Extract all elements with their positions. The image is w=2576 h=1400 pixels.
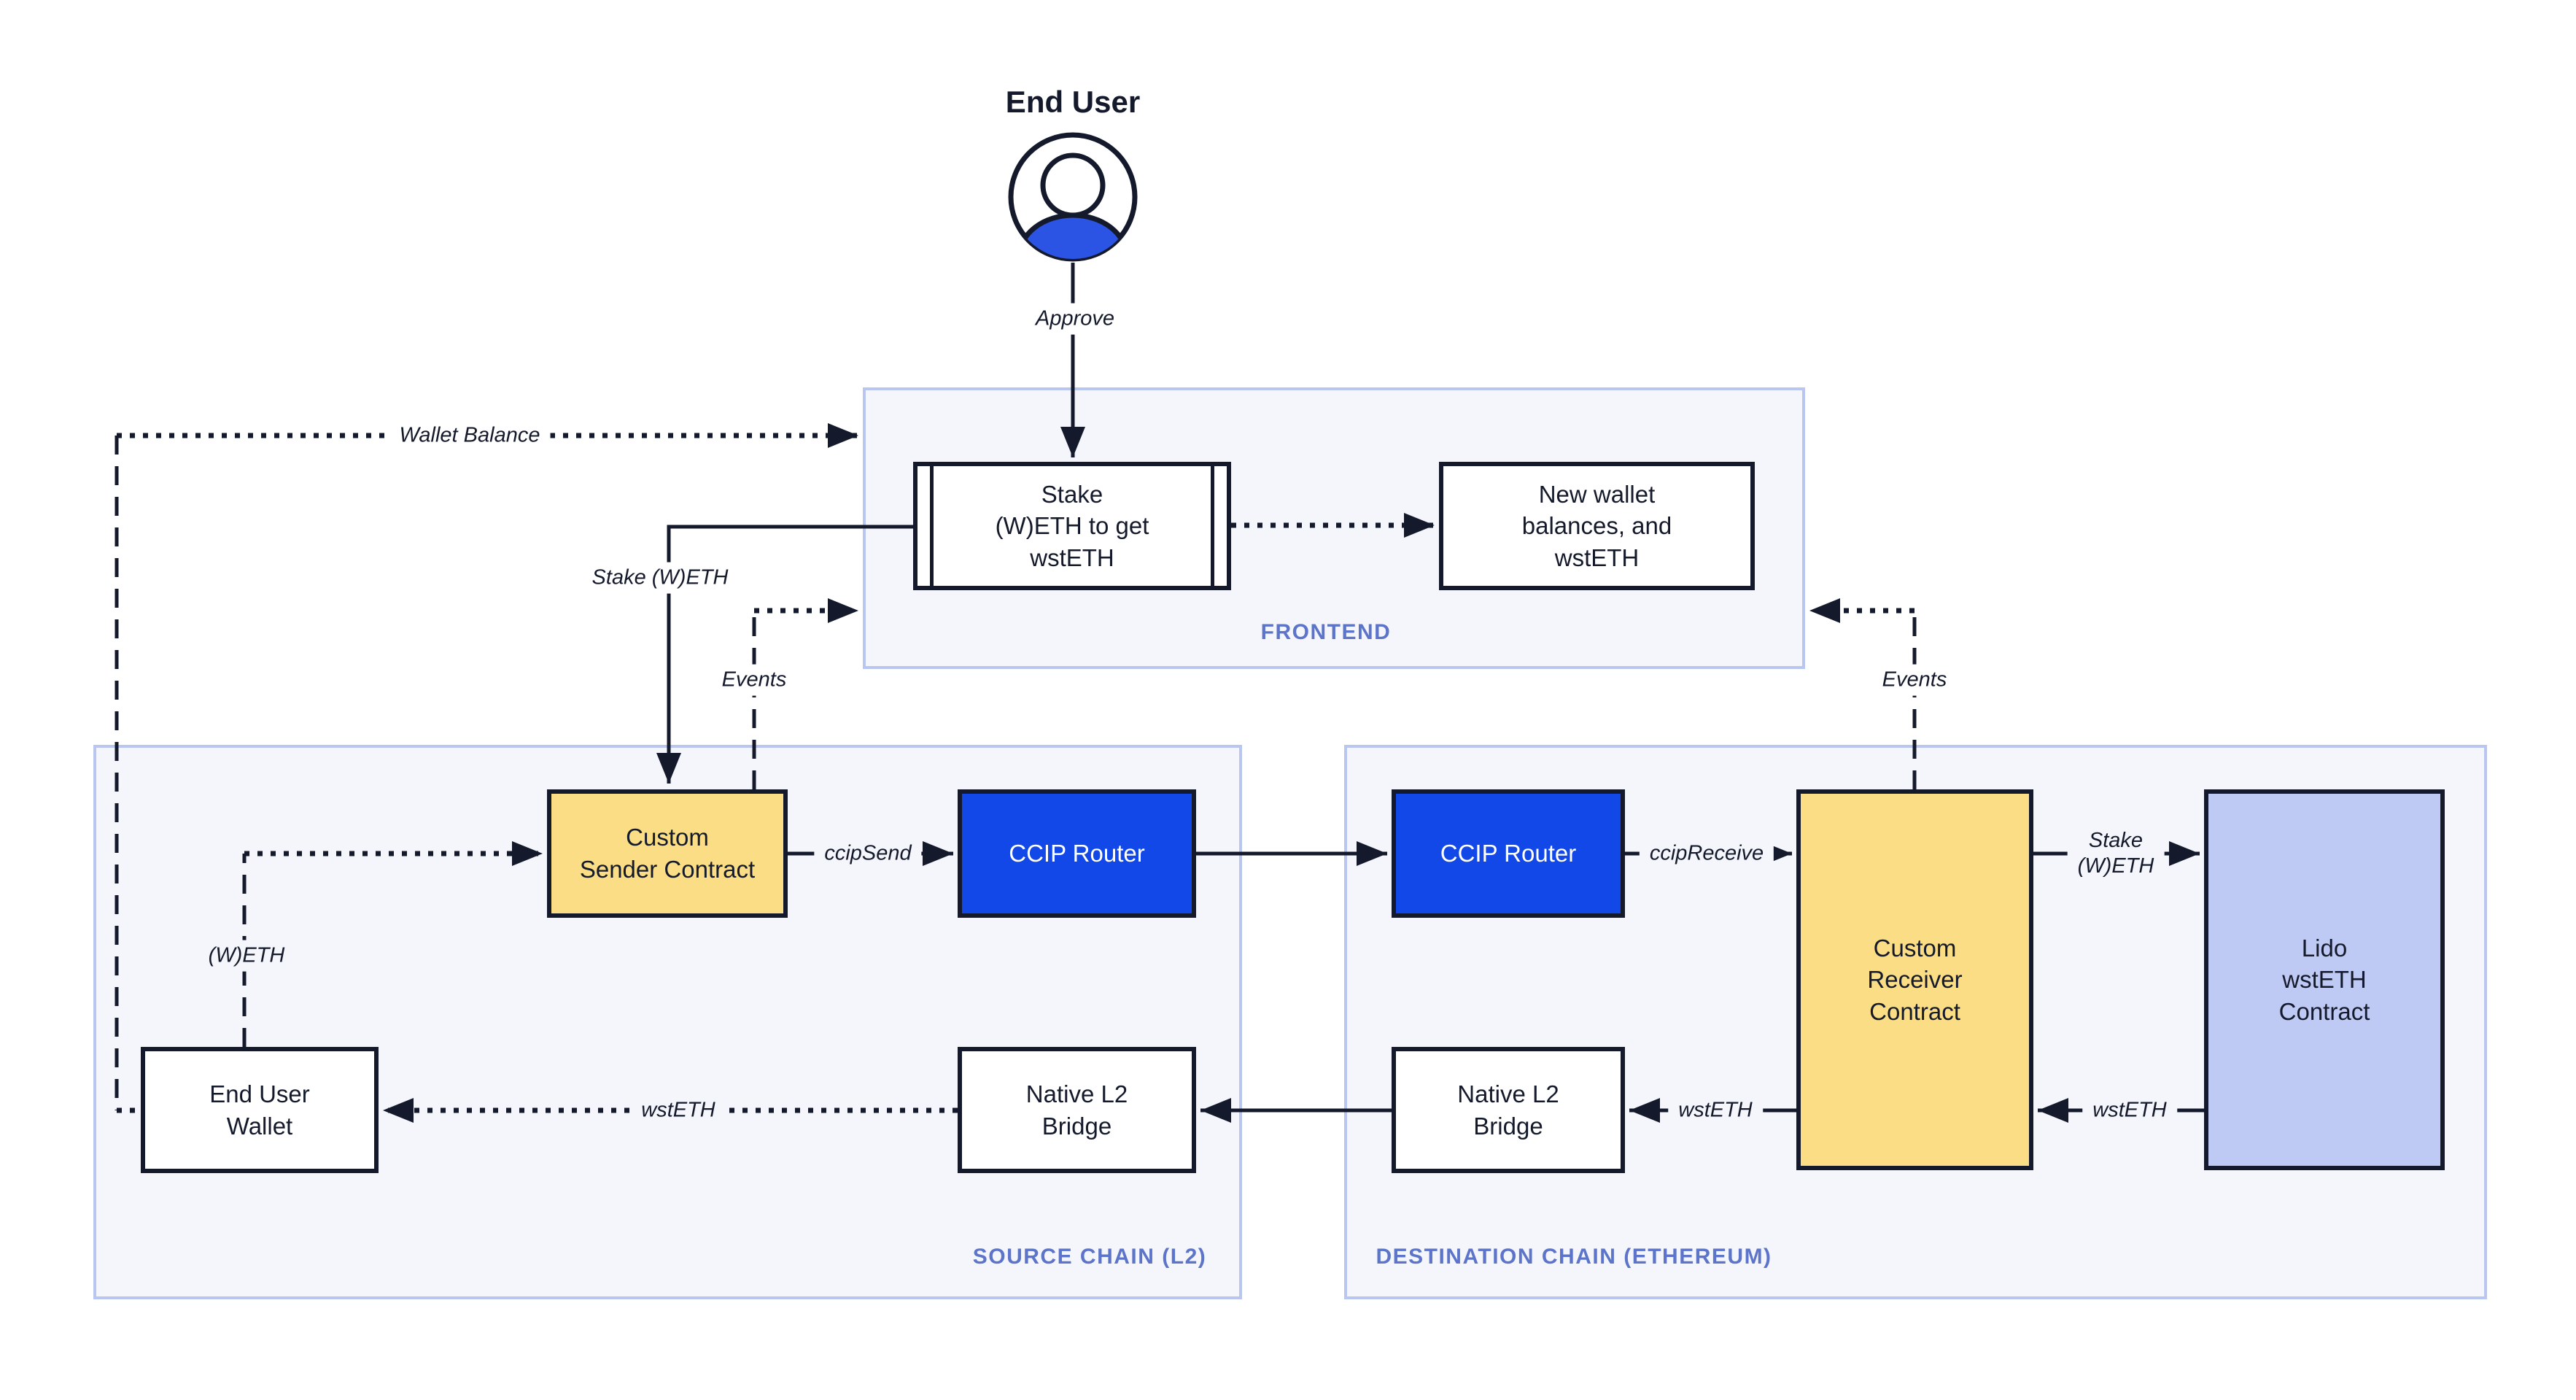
ccip-router-source-label: CCIP Router bbox=[1009, 840, 1145, 867]
native-bridge-dest-label: Native L2 Bridge bbox=[1457, 1080, 1559, 1140]
label-wallet-balance: Wallet Balance bbox=[389, 419, 551, 452]
label-events-left: Events bbox=[711, 664, 797, 696]
lido-contract-label: Lido wstETH Contract bbox=[2278, 934, 2370, 1025]
node-custom-sender-contract: Custom Sender Contract bbox=[547, 789, 788, 918]
label-approve: Approve bbox=[1025, 303, 1125, 335]
ccip-router-dest-label: CCIP Router bbox=[1440, 840, 1577, 867]
label-wsteth-to-wallet: wstETH bbox=[631, 1094, 726, 1126]
new-wallet-box-label: New wallet balances, and wstETH bbox=[1521, 480, 1672, 571]
custom-sender-label: Custom Sender Contract bbox=[579, 824, 756, 883]
page-title: End User bbox=[1005, 85, 1141, 119]
label-wsteth-from-receiver: wstETH bbox=[1668, 1094, 1763, 1126]
node-ccip-router-source: CCIP Router bbox=[958, 789, 1196, 918]
label-ccipreceive: ccipReceive bbox=[1639, 838, 1774, 870]
label-stake-weth: Stake (W)ETH bbox=[581, 562, 739, 594]
label-events-right: Events bbox=[1871, 664, 1958, 696]
destination-chain-label: DESTINATION CHAIN (ETHEREUM) bbox=[1376, 1245, 1772, 1269]
subroutine-line-left bbox=[930, 466, 934, 586]
node-native-l2-bridge-dest: Native L2 Bridge bbox=[1392, 1047, 1625, 1173]
stake-box-label: Stake (W)ETH to get wstETH bbox=[995, 480, 1149, 571]
node-lido-wsteth-contract: Lido wstETH Contract bbox=[2204, 789, 2445, 1170]
custom-receiver-label: Custom Receiver Contract bbox=[1867, 934, 1963, 1025]
node-native-l2-bridge-source: Native L2 Bridge bbox=[958, 1047, 1196, 1173]
node-new-wallet-box: New wallet balances, and wstETH bbox=[1439, 462, 1755, 590]
native-bridge-source-label: Native L2 Bridge bbox=[1025, 1080, 1128, 1140]
label-ccipsend: ccipSend bbox=[814, 838, 922, 870]
edge-stake-weth bbox=[656, 525, 913, 784]
label-weth: (W)ETH bbox=[198, 940, 295, 972]
node-end-user-wallet: End User Wallet bbox=[141, 1047, 379, 1173]
label-stake-weth-right: Stake (W)ETH bbox=[2067, 825, 2165, 882]
end-user-wallet-label: End User Wallet bbox=[209, 1080, 310, 1140]
source-chain-label: SOURCE CHAIN (L2) bbox=[972, 1245, 1207, 1269]
node-ccip-router-dest: CCIP Router bbox=[1392, 789, 1625, 918]
label-wsteth-from-lido: wstETH bbox=[2082, 1094, 2177, 1126]
subroutine-line-right bbox=[1211, 466, 1214, 586]
frontend-panel-label: FRONTEND bbox=[1260, 620, 1392, 644]
node-custom-receiver-contract: Custom Receiver Contract bbox=[1796, 789, 2033, 1170]
end-user-icon bbox=[1008, 132, 1138, 262]
node-stake-box: Stake (W)ETH to get wstETH bbox=[913, 462, 1231, 590]
